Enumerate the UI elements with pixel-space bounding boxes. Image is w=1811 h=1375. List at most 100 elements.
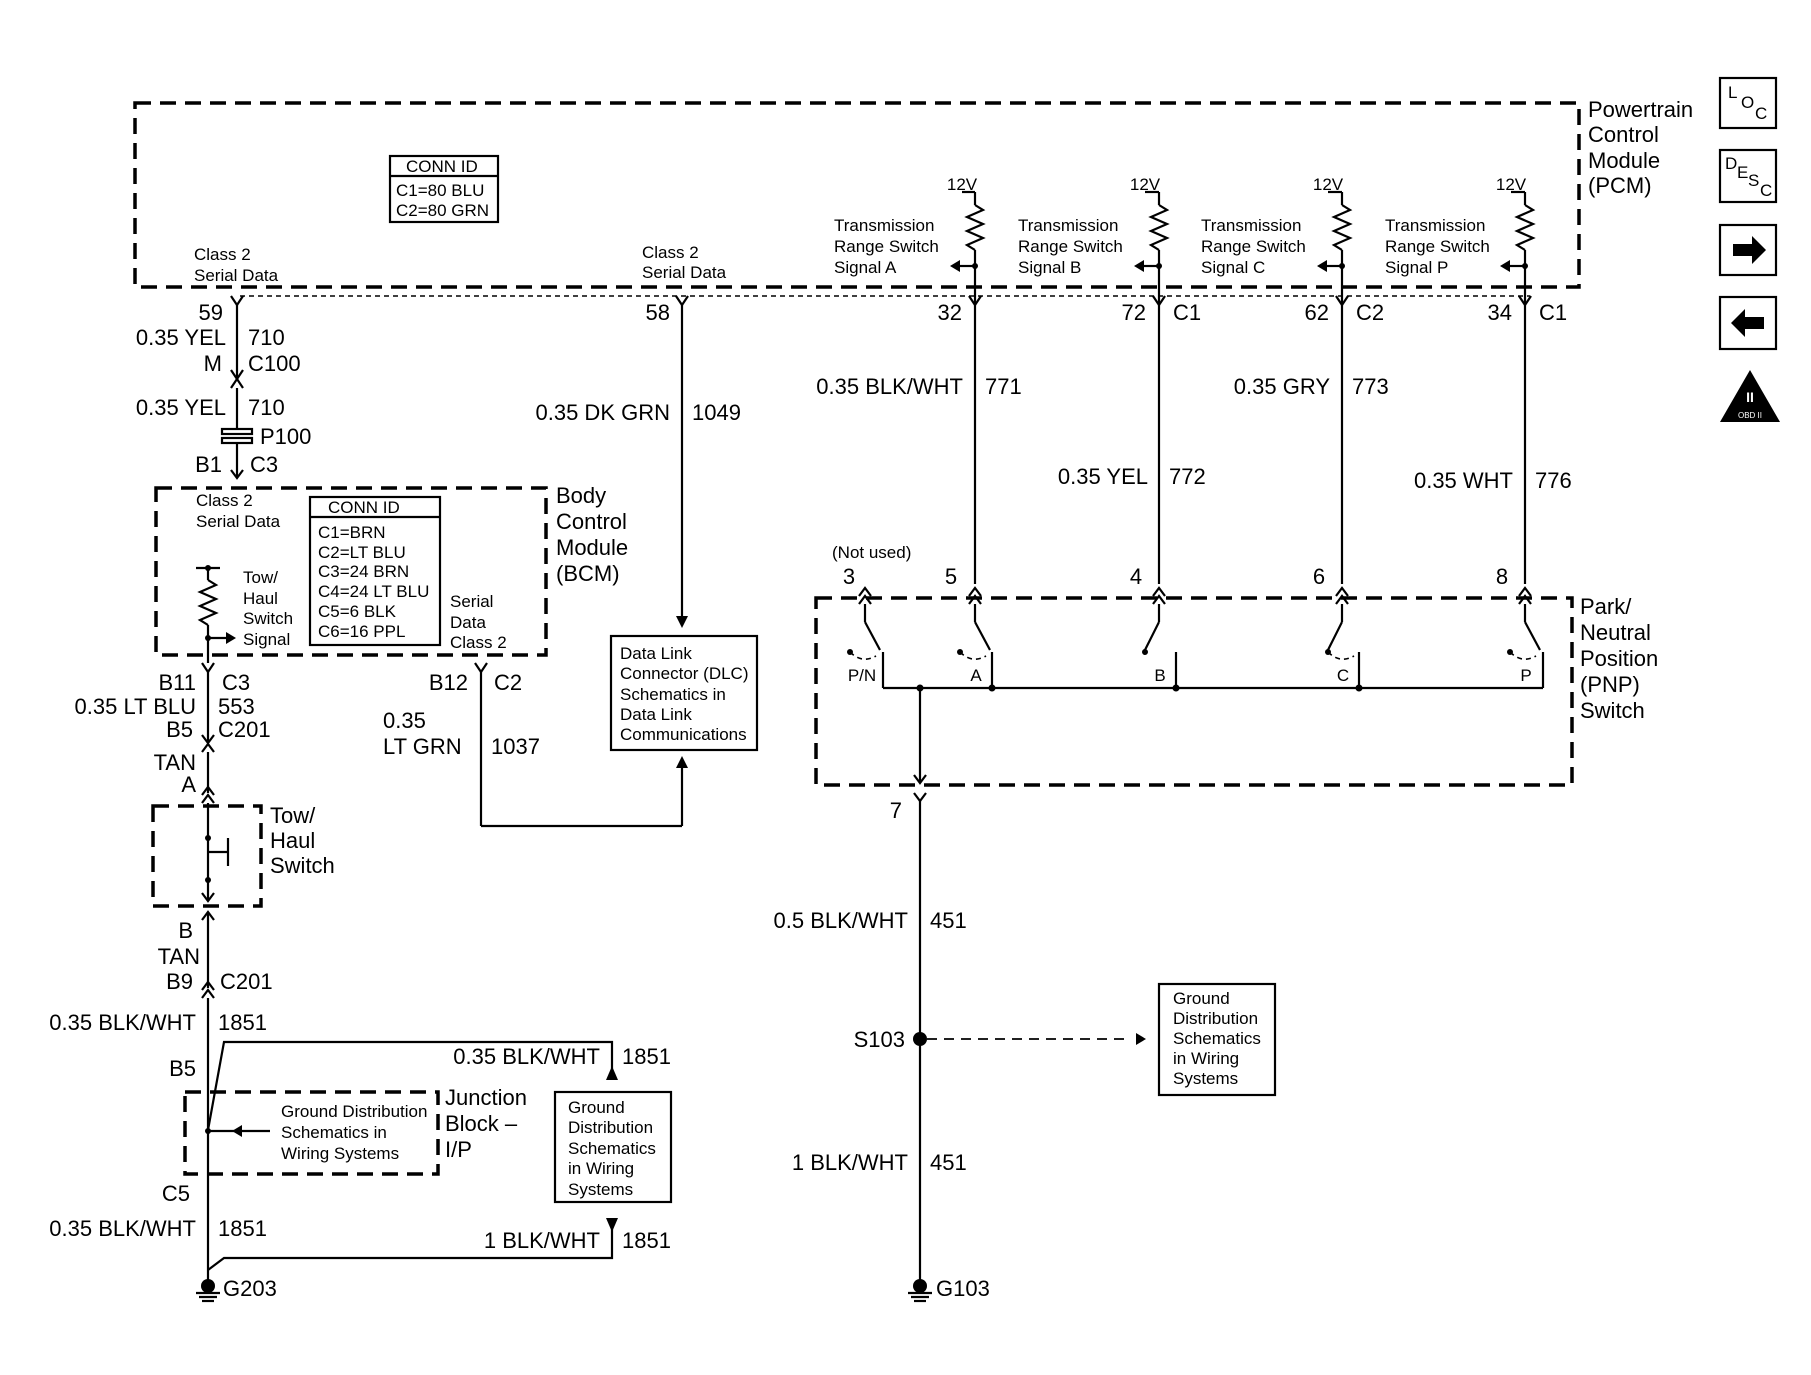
ground-distribution-link-left[interactable]: Ground Distribution Schematics in Wiring… — [553, 1090, 673, 1204]
connector-pin-label: C5 — [162, 1181, 190, 1206]
svg-text:Powertrain: Powertrain — [1588, 97, 1693, 122]
voltage-label: 12V — [1313, 175, 1344, 194]
conn-id-title: CONN ID — [328, 498, 400, 517]
trs-signal-c: 12V Transmission Range Switch Signal C — [1201, 175, 1353, 305]
pin-label: 62 — [1305, 300, 1329, 325]
bcm-name-line: Control — [556, 509, 627, 534]
obd-ii-button[interactable]: II OBD II — [1720, 370, 1780, 422]
wire-color-label: TAN — [154, 750, 196, 775]
svg-text:Park/: Park/ — [1580, 594, 1632, 619]
circuit-number: 773 — [1352, 374, 1389, 399]
pnp-switch: Park/ Neutral Position (PNP) Switch (Not… — [814, 543, 1658, 823]
connector-label: C201 — [220, 969, 273, 994]
pin-label: 8 — [1496, 564, 1508, 589]
trs-label: Signal C — [1201, 258, 1265, 277]
connector-label: C3 — [250, 452, 278, 477]
pnp-name-line: Position — [1580, 646, 1658, 671]
junction-block-label: Block – — [445, 1111, 518, 1136]
trs-label: Range Switch — [1385, 237, 1490, 256]
pin-label: 3 — [843, 564, 855, 589]
class2-label: Class 2 — [194, 245, 251, 264]
trs-signal-a: 12V Transmission Range Switch Signal A — [834, 175, 986, 305]
dlc-link[interactable]: Data Link Connector (DLC) Schematics in … — [609, 634, 759, 752]
wire-color-label: 0.35 BLK/WHT — [49, 1216, 196, 1241]
obd-roman: II — [1746, 389, 1754, 405]
wire-color-label: 0.35 YEL — [136, 325, 226, 350]
left-lower-wire: B11 C3 0.35 LT BLU 553 B5 C201 TAN A — [75, 662, 271, 804]
connector-label: C1 — [1539, 300, 1567, 325]
arrow-left-icon — [1731, 309, 1764, 337]
tow-haul-switch: Tow/ Haul Switch — [151, 803, 335, 908]
pnp-name-line: Switch — [1580, 698, 1645, 723]
junction-block-label: Junction — [445, 1085, 527, 1110]
circuit-number: 553 — [218, 694, 255, 719]
connector-pin-label: B9 — [166, 969, 193, 994]
link-text: Connector (DLC) — [620, 664, 749, 683]
connector-pin-label: B — [178, 918, 193, 943]
desc-button[interactable]: D E S C — [1718, 148, 1778, 204]
connector-pin-label: B5 — [169, 1056, 196, 1081]
obd-label: OBD II — [1738, 411, 1762, 420]
wire-color-label: 0.5 BLK/WHT — [774, 908, 908, 933]
link-text: Schematics — [1173, 1029, 1261, 1048]
loc-letter: L — [1728, 83, 1737, 102]
pin-label: 58 — [646, 300, 670, 325]
tow-signal-label: Signal — [243, 630, 290, 649]
left-ground-path: C5 0.35 BLK/WHT 1851 1 BLK/WHT 1851 G203 — [49, 1181, 671, 1303]
wire-color-label: TAN — [158, 944, 200, 969]
link-text: Systems — [1173, 1069, 1238, 1088]
next-button[interactable] — [1718, 223, 1778, 277]
circuit-number: 710 — [248, 395, 285, 420]
pnp-name-line: Park/ — [1580, 594, 1632, 619]
link-text: Schematics in — [620, 685, 726, 704]
pcm-name-line: Powertrain — [1588, 97, 1693, 122]
previous-button[interactable] — [1718, 295, 1778, 351]
connector-pin-label: B12 — [429, 670, 468, 695]
bcm-dlc-wire: B12 C2 0.35 LT GRN 1037 — [383, 662, 688, 828]
conn-id-title: CONN ID — [406, 157, 478, 176]
loc-button[interactable]: L O C — [1718, 76, 1778, 130]
bcm-module: Body Control Module (BCM) Class 2 Serial… — [154, 483, 628, 663]
class2-label: Class 2 — [196, 491, 253, 510]
connector-pin-label: M — [204, 351, 222, 376]
arrow-right-icon — [1733, 236, 1766, 264]
obd-triangle-icon — [1720, 370, 1780, 422]
trs-label: Transmission — [1201, 216, 1301, 235]
class2-label: Serial Data — [642, 263, 727, 282]
tow-signal-label: Switch — [243, 609, 293, 628]
trs-signal-b: 12V Transmission Range Switch Signal B — [1018, 175, 1170, 305]
conn-id-row: C1=80 BLU — [396, 181, 484, 200]
connector-pin-label: B5 — [166, 717, 193, 742]
desc-letter: C — [1760, 181, 1772, 200]
desc-letter: S — [1748, 171, 1759, 190]
link-text: Ground — [1173, 989, 1230, 1008]
circuit-number: 710 — [248, 325, 285, 350]
loc-letter: O — [1741, 93, 1754, 112]
svg-text:Position: Position — [1580, 646, 1658, 671]
svg-text:Module: Module — [1588, 148, 1660, 173]
ground-dist-text: Wiring Systems — [281, 1144, 399, 1163]
serial-data-label: Data — [450, 613, 486, 632]
circuit-number: 451 — [930, 908, 967, 933]
tow-signal-label: Haul — [243, 589, 278, 608]
ground-dist-text: Ground Distribution — [281, 1102, 427, 1121]
circuit-number: 1851 — [622, 1044, 671, 1069]
pcm-name-line: (PCM) — [1588, 173, 1652, 198]
link-text: Distribution — [568, 1118, 653, 1137]
ground-distribution-link-right[interactable]: Ground Distribution Schematics in Wiring… — [1157, 982, 1277, 1097]
wire-color-label: 0.35 WHT — [1414, 468, 1513, 493]
wire-color-label: 1 BLK/WHT — [792, 1150, 908, 1175]
ground-dist-text: Schematics in — [281, 1123, 387, 1142]
tow-signal-label: Tow/ — [243, 568, 278, 587]
trs-label: Range Switch — [834, 237, 939, 256]
pin-label: 34 — [1488, 300, 1512, 325]
wire-color-label: 0.35 YEL — [1058, 464, 1148, 489]
contact-label: C — [1337, 666, 1349, 685]
svg-text:(PCM): (PCM) — [1588, 173, 1652, 198]
connector-label: P100 — [260, 424, 311, 449]
link-text: Data Link — [620, 644, 692, 663]
not-used-label: (Not used) — [832, 543, 911, 562]
trs-label: Range Switch — [1201, 237, 1306, 256]
bcm-name-line: Module — [556, 535, 628, 560]
